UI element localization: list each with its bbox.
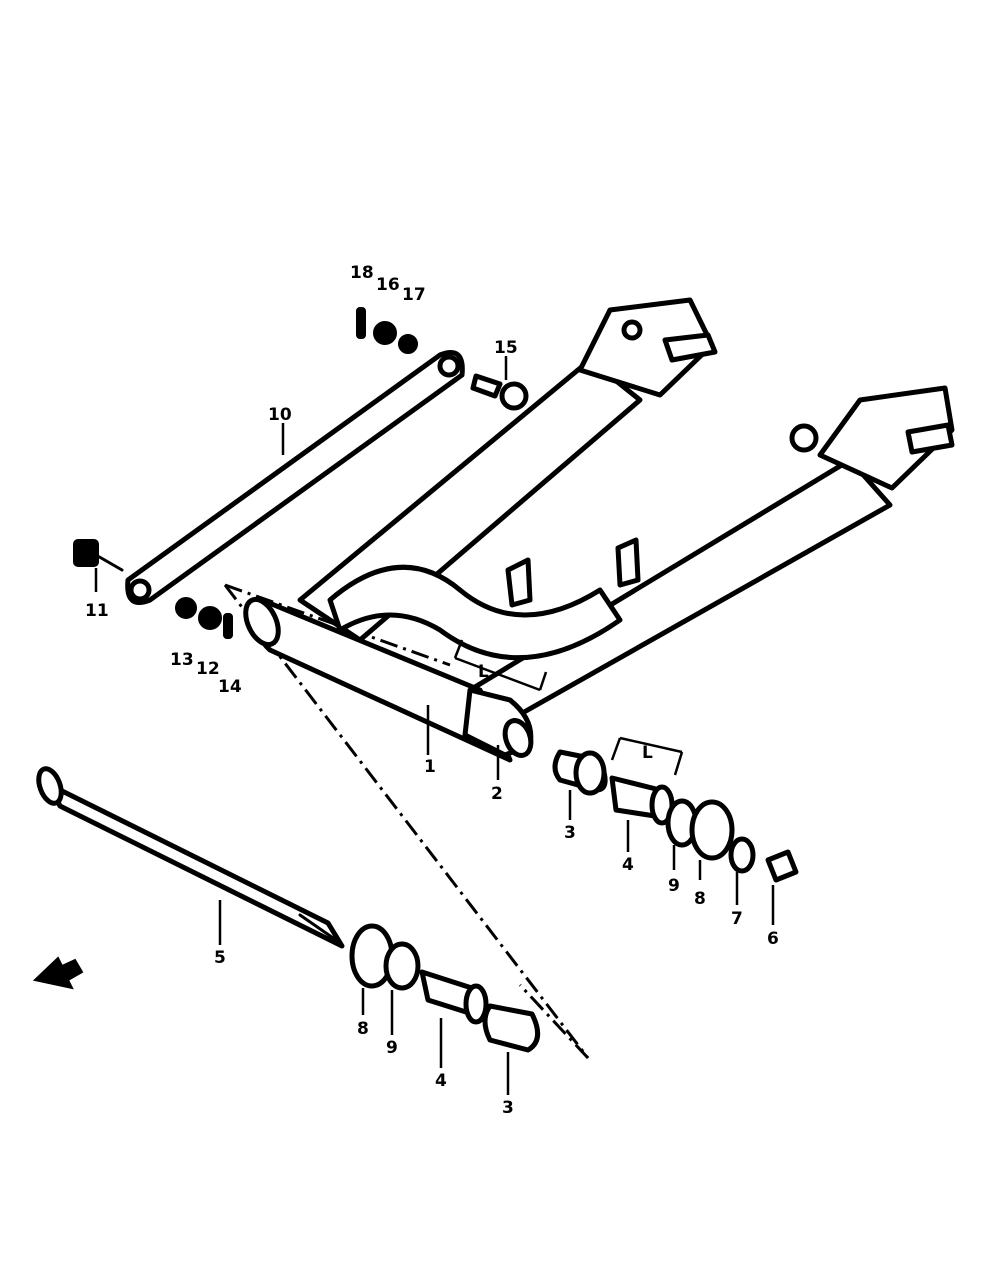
pivot-shaft (36, 766, 345, 949)
callout-14: 14 (218, 677, 242, 697)
callout-2: 2 (491, 784, 503, 804)
callout-10: 10 (268, 405, 292, 425)
callout-5: 5 (214, 948, 226, 968)
hardware-12-13-14 (175, 597, 233, 639)
front-direction-arrow-icon (32, 956, 84, 990)
left-bearing-stack (349, 923, 541, 1053)
bushing-2 (462, 687, 534, 758)
dimension-markers (453, 639, 684, 776)
callout-4-right: 4 (622, 855, 634, 875)
swingarm (243, 297, 955, 763)
callout-3-right: 3 (564, 823, 576, 843)
callout-16: 16 (376, 275, 400, 295)
callout-4-left: 4 (435, 1071, 447, 1091)
right-bearing-stack (552, 749, 799, 883)
callout-18: 18 (350, 263, 374, 283)
dimension-label-l-pivot: L (478, 662, 489, 682)
callout-15: 15 (494, 338, 518, 358)
callout-6: 6 (767, 929, 779, 949)
callout-9-right: 9 (668, 876, 680, 896)
callout-labels: 1 2 3 3 4 4 5 6 7 8 8 9 9 10 11 12 13 14… (85, 263, 779, 1118)
callout-12: 12 (196, 659, 220, 679)
torque-arm (125, 350, 465, 605)
callout-8-right: 8 (694, 889, 706, 909)
callout-17: 17 (402, 285, 426, 305)
bolt-15 (470, 373, 529, 411)
callout-7: 7 (731, 909, 743, 929)
callout-13: 13 (170, 650, 194, 670)
callout-8-left: 8 (357, 1019, 369, 1039)
callout-1: 1 (424, 757, 436, 777)
callout-3-left: 3 (502, 1098, 514, 1118)
callout-11: 11 (85, 601, 109, 621)
dimension-label-l-right: L (642, 743, 653, 763)
bolt-11 (73, 539, 124, 572)
hardware-16-17-18 (356, 307, 418, 354)
callout-leaders (94, 356, 775, 1095)
callout-9-left: 9 (386, 1038, 398, 1058)
